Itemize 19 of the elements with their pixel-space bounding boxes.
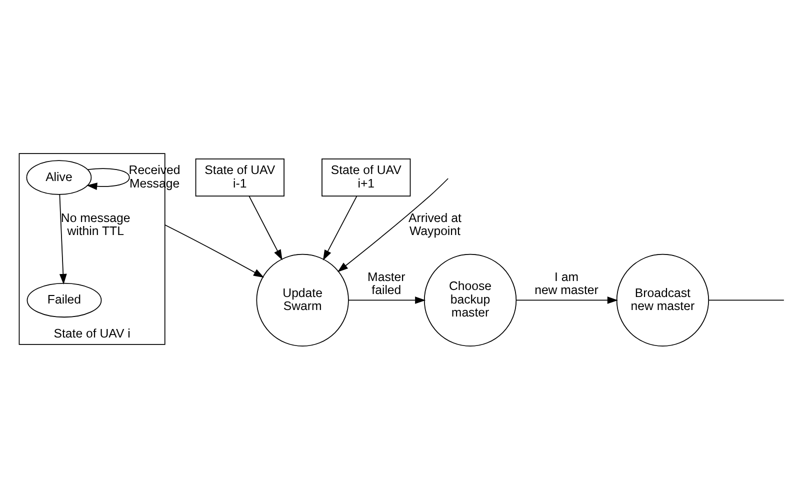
node-box: State of UAV i+1 xyxy=(322,158,411,196)
connector xyxy=(708,299,784,300)
arrow xyxy=(164,224,264,278)
arrow xyxy=(248,195,282,260)
arrow xyxy=(348,296,426,304)
edge-label: I am new master xyxy=(534,269,598,297)
arrow xyxy=(86,168,130,190)
edge-label: Master failed xyxy=(368,269,406,297)
edge-label: Arrived at Waypoint xyxy=(408,210,462,238)
node-ellipse: Failed xyxy=(26,282,102,318)
arrow xyxy=(337,178,449,272)
arrow xyxy=(322,195,358,260)
node-circle: Broadcast new master xyxy=(616,253,710,346)
edge-label: No message within TTL xyxy=(60,210,130,238)
arrow xyxy=(516,296,618,304)
arrow xyxy=(59,194,67,284)
node-box: State of UAV i-1 xyxy=(195,158,284,196)
node-ellipse: Alive xyxy=(26,160,92,194)
node-circle: Choose backup master xyxy=(424,253,517,346)
